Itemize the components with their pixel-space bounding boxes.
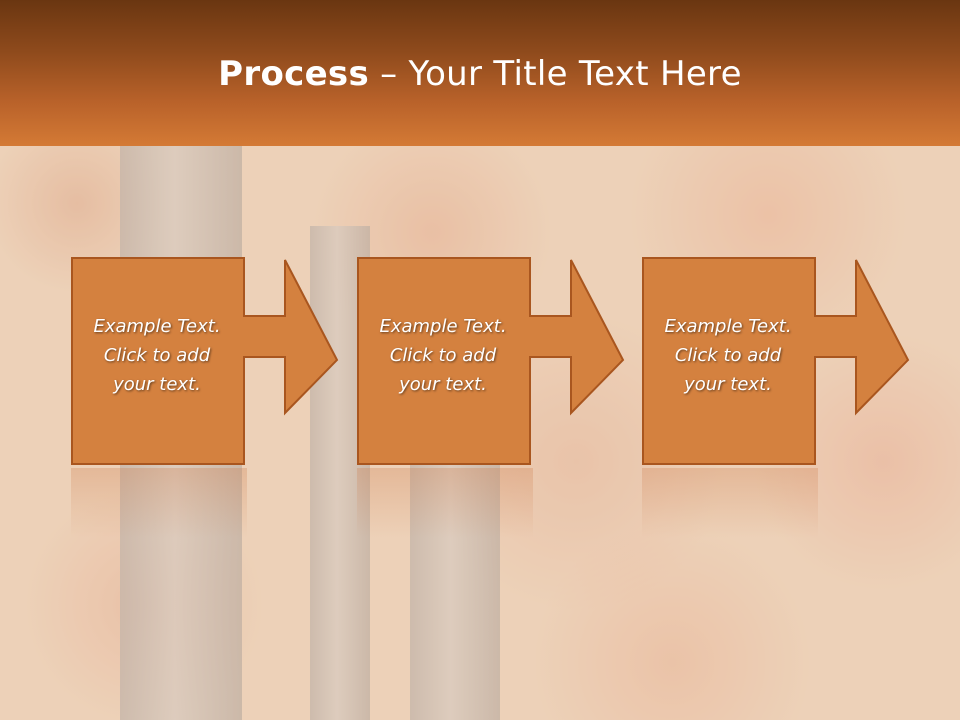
step-text[interactable]: Example Text. Click to add your text. xyxy=(379,316,507,395)
step-text[interactable]: Example Text. Click to add your text. xyxy=(93,316,221,395)
process-step-3[interactable]: Example Text. Click to add your text. xyxy=(641,256,911,466)
title-bar: Process – Your Title Text Here xyxy=(0,0,960,146)
title-rest: – Your Title Text Here xyxy=(369,54,742,94)
step-reflection xyxy=(642,468,818,538)
process-step-2[interactable]: Example Text. Click to add your text. xyxy=(356,256,626,466)
arrow-box-shape xyxy=(71,257,339,465)
arrow-box-shape xyxy=(642,257,910,465)
slide-title[interactable]: Process – Your Title Text Here xyxy=(0,52,960,96)
arrow-box-shape xyxy=(357,257,625,465)
process-step-1[interactable]: Example Text. Click to add your text. xyxy=(70,256,340,466)
step-text[interactable]: Example Text. Click to add your text. xyxy=(664,316,792,395)
title-bold: Process xyxy=(218,54,370,94)
step-reflection xyxy=(71,468,247,538)
step-reflection xyxy=(357,468,533,538)
